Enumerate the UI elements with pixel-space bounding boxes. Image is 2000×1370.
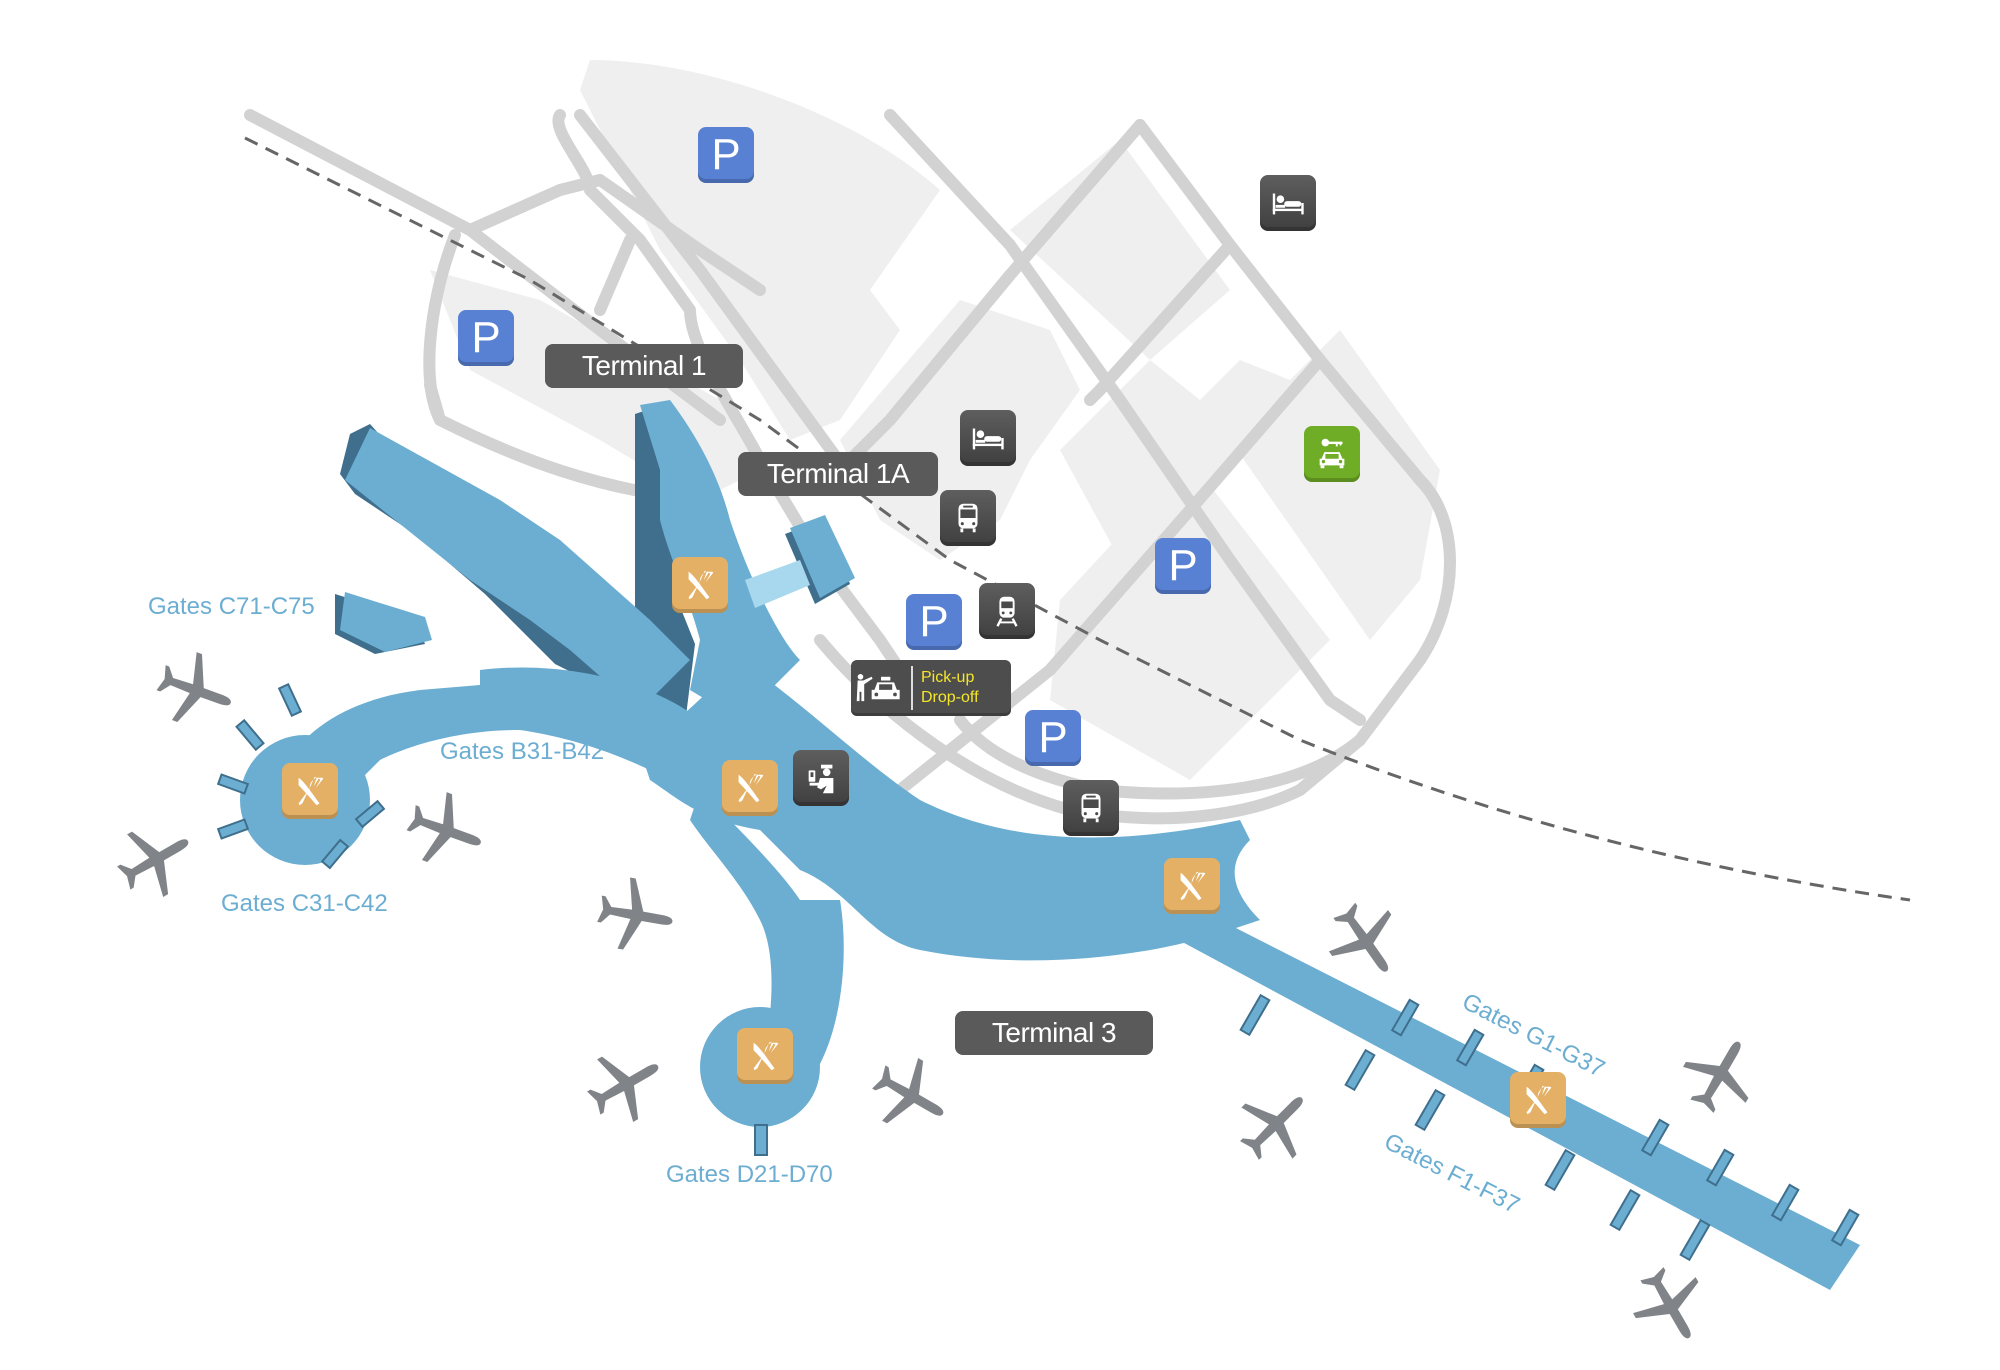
parking-icon[interactable]: P bbox=[698, 127, 754, 183]
gates-d21-d70-label[interactable]: Gates D21-D70 bbox=[666, 1161, 833, 1188]
bus-icon[interactable] bbox=[940, 490, 996, 546]
gates-b31-b42-label[interactable]: Gates B31-B42 bbox=[440, 738, 605, 765]
terminal-1a-label[interactable]: Terminal 1A bbox=[738, 452, 938, 496]
restaurant-icon[interactable] bbox=[722, 760, 778, 816]
restaurant-icon[interactable] bbox=[672, 557, 728, 613]
walkway bbox=[745, 560, 810, 608]
restaurant-icon[interactable] bbox=[1164, 858, 1220, 914]
rail-line bbox=[244, 136, 1911, 902]
parking-icon[interactable]: P bbox=[906, 594, 962, 650]
parking-icon[interactable]: P bbox=[458, 310, 514, 366]
hotel-icon[interactable] bbox=[1260, 175, 1316, 231]
parking-icon[interactable]: P bbox=[1155, 538, 1211, 594]
terminal-buildings bbox=[216, 400, 1860, 1290]
gates-c71-c75-label[interactable]: Gates C71-C75 bbox=[148, 593, 315, 620]
bus-icon[interactable] bbox=[1063, 780, 1119, 836]
car-rental-icon[interactable] bbox=[1304, 426, 1360, 482]
passport-control-icon[interactable] bbox=[793, 750, 849, 806]
pickup-label: Pick-up bbox=[921, 669, 975, 686]
parking-icon[interactable]: P bbox=[1025, 710, 1081, 766]
taxi-icon bbox=[851, 666, 913, 710]
train-icon[interactable] bbox=[979, 583, 1035, 639]
dropoff-label: Drop-off bbox=[921, 689, 979, 706]
terminal-3-label[interactable]: Terminal 3 bbox=[955, 1011, 1153, 1055]
hotel-icon[interactable] bbox=[960, 410, 1016, 466]
restaurant-icon[interactable] bbox=[1510, 1072, 1566, 1128]
gates-c31-c42-label[interactable]: Gates C31-C42 bbox=[221, 890, 388, 917]
pickup-dropoff-sign[interactable]: Pick-up Drop-off bbox=[851, 660, 1011, 716]
restaurant-icon[interactable] bbox=[737, 1028, 793, 1084]
terminal-1-label[interactable]: Terminal 1 bbox=[545, 344, 743, 388]
restaurant-icon[interactable] bbox=[282, 763, 338, 819]
